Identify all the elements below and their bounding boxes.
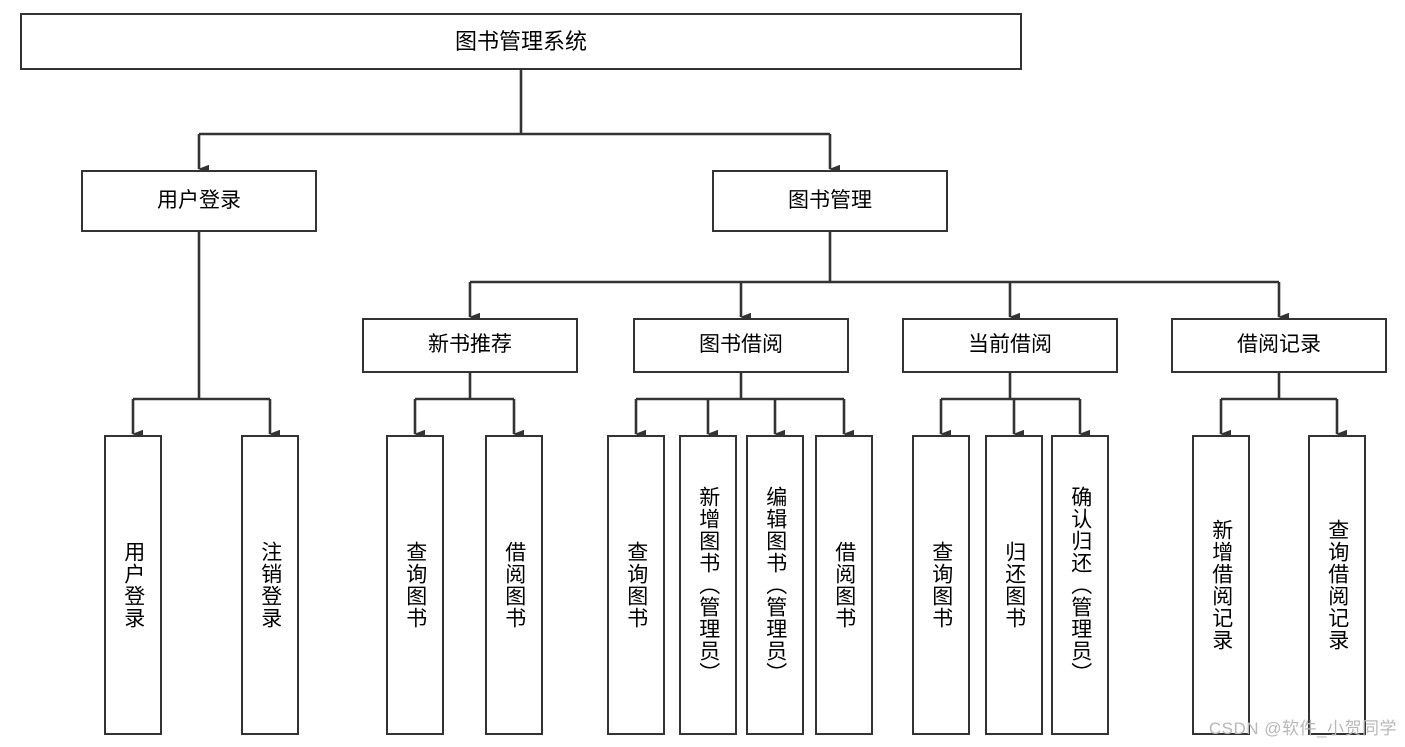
node-label-borrow-record: 借阅记录 — [1237, 333, 1321, 357]
node-leaf-add-book[interactable]: 新增图书（管理员） — [679, 435, 737, 735]
node-leaf-logout[interactable]: 注销登录 — [241, 435, 299, 735]
node-label-leaf-confirm: 确认归还（管理员） — [1068, 486, 1092, 684]
node-label-user-login: 用户登录 — [157, 188, 241, 212]
node-label-root: 图书管理系统 — [454, 28, 587, 54]
node-leaf-borrow-1[interactable]: 借阅图书 — [485, 435, 543, 735]
node-leaf-borrow-2[interactable]: 借阅图书 — [815, 435, 873, 735]
node-label-leaf-query-rec: 查询借阅记录 — [1325, 519, 1349, 651]
node-label-leaf-user-login: 用户登录 — [121, 541, 145, 629]
node-leaf-query-2[interactable]: 查询图书 — [607, 435, 665, 735]
node-root[interactable]: 图书管理系统 — [20, 13, 1022, 70]
node-book-manage[interactable]: 图书管理 — [712, 170, 948, 232]
node-label-leaf-borrow-2: 借阅图书 — [832, 541, 856, 629]
node-label-leaf-add-rec: 新增借阅记录 — [1209, 519, 1233, 651]
node-label-book-manage: 图书管理 — [788, 188, 872, 212]
node-leaf-query-1[interactable]: 查询图书 — [386, 435, 444, 735]
node-label-leaf-query-1: 查询图书 — [403, 541, 427, 629]
watermark-text: CSDN @软件_小贺同学 — [1208, 719, 1397, 738]
node-book-borrow[interactable]: 图书借阅 — [633, 318, 849, 373]
node-label-leaf-edit-book: 编辑图书（管理员） — [763, 486, 787, 684]
node-leaf-query-rec[interactable]: 查询借阅记录 — [1308, 435, 1366, 735]
node-label-leaf-query-3: 查询图书 — [929, 541, 953, 629]
node-label-leaf-return: 归还图书 — [1002, 541, 1026, 629]
node-leaf-return[interactable]: 归还图书 — [985, 435, 1043, 735]
node-leaf-add-rec[interactable]: 新增借阅记录 — [1192, 435, 1250, 735]
node-label-leaf-logout: 注销登录 — [258, 541, 282, 629]
node-current-borrow[interactable]: 当前借阅 — [902, 318, 1118, 373]
node-label-new-book-rec: 新书推荐 — [428, 333, 512, 357]
node-label-leaf-query-2: 查询图书 — [624, 541, 648, 629]
node-label-leaf-borrow-1: 借阅图书 — [502, 541, 526, 629]
node-label-book-borrow: 图书借阅 — [699, 333, 783, 357]
node-user-login[interactable]: 用户登录 — [81, 170, 317, 232]
node-leaf-edit-book[interactable]: 编辑图书（管理员） — [746, 435, 804, 735]
node-leaf-user-login[interactable]: 用户登录 — [104, 435, 162, 735]
node-label-current-borrow: 当前借阅 — [968, 333, 1052, 357]
node-borrow-record[interactable]: 借阅记录 — [1171, 318, 1387, 373]
node-leaf-query-3[interactable]: 查询图书 — [912, 435, 970, 735]
node-leaf-confirm[interactable]: 确认归还（管理员） — [1051, 435, 1109, 735]
node-label-leaf-add-book: 新增图书（管理员） — [696, 486, 720, 684]
node-new-book-rec[interactable]: 新书推荐 — [362, 318, 578, 373]
